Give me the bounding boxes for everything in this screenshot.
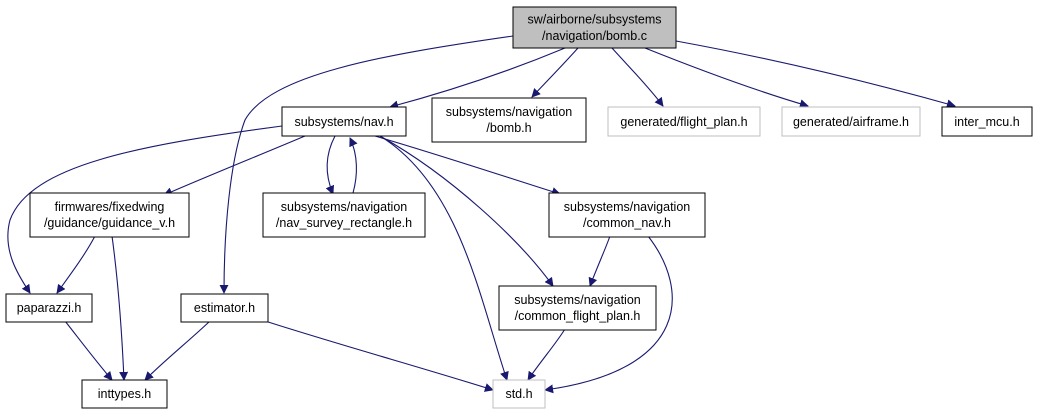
node-root-bomb-c[interactable]: sw/airborne/subsystems /navigation/bomb.… (512, 6, 677, 49)
node-airframe-h-label: generated/airframe.h (793, 115, 909, 129)
node-guidance-v-h-box (29, 192, 190, 238)
node-nav-survey-rectangle-h-line-1: subsystems/navigation (281, 200, 408, 214)
edge-guidance-v-h-paparazzi-h (56, 235, 96, 294)
dependency-edges (7, 35, 956, 394)
node-nav-h-box (281, 106, 407, 137)
node-bomb-h[interactable]: subsystems/navigation /bomb.h (431, 97, 587, 143)
node-common-nav-h-line-1: subsystems/navigation (564, 200, 691, 214)
edge-nav-h-nav-survey-h (325, 135, 336, 195)
node-guidance-v-h-line-2: /guidance/guidance_v.h (44, 216, 175, 230)
edge-root-inter-mcu-h (675, 40, 956, 109)
edge-nav-h-paparazzi-h (7, 125, 283, 294)
node-common-nav-h-line-2: /common_nav.h (583, 216, 671, 230)
node-common-nav-h[interactable]: subsystems/navigation /common_nav.h (548, 192, 706, 238)
node-nav-survey-rectangle-h-box (262, 192, 426, 238)
node-estimator-h[interactable]: estimator.h (180, 293, 269, 323)
node-flight-plan-h-label: generated/flight_plan.h (620, 115, 747, 129)
node-guidance-v-h[interactable]: firmwares/fixedwing /guidance/guidance_v… (29, 192, 190, 238)
edge-common-nav-h-std-h (544, 235, 673, 394)
edge-nav-survey-h-nav-h (349, 137, 358, 194)
edge-root-estimator-h (219, 35, 514, 294)
node-std-h[interactable]: std.h (492, 379, 546, 409)
node-common-flight-plan-h-line-1: subsystems/navigation (514, 293, 641, 307)
node-std-h-box (492, 379, 546, 409)
node-common-flight-plan-h[interactable]: subsystems/navigation /common_flight_pla… (498, 285, 657, 331)
edge-root-nav-h (389, 47, 566, 110)
edge-nav-h-common-flight-plan-h (379, 135, 554, 287)
node-inttypes-h-box (81, 379, 168, 409)
node-inter-mcu-h[interactable]: inter_mcu.h (941, 106, 1033, 137)
node-inter-mcu-h-label: inter_mcu.h (954, 115, 1019, 129)
node-nav-survey-rectangle-h-line-2: /nav_survey_rectangle.h (276, 216, 412, 230)
node-paparazzi-h-box (5, 293, 93, 323)
edge-nav-h-common-nav-h (374, 135, 561, 196)
node-nav-h[interactable]: subsystems/nav.h (281, 106, 407, 137)
file-nodes: sw/airborne/subsystems /navigation/bomb.… (5, 6, 1033, 409)
node-guidance-v-h-line-1: firmwares/fixedwing (55, 200, 165, 214)
node-estimator-h-box (180, 293, 269, 323)
edge-root-bomb-h (531, 47, 579, 98)
edge-common-nav-h-common-flight-plan-h (588, 235, 611, 287)
node-bomb-h-line-1: subsystems/navigation (446, 105, 573, 119)
node-flight-plan-h[interactable]: generated/flight_plan.h (607, 106, 761, 137)
node-root-box (512, 6, 677, 49)
node-nav-survey-rectangle-h[interactable]: subsystems/navigation /nav_survey_rectan… (262, 192, 426, 238)
node-root-line-2: /navigation/bomb.c (542, 29, 647, 43)
edge-common-flight-plan-h-std-h (527, 328, 566, 381)
node-inttypes-h[interactable]: inttypes.h (81, 379, 168, 409)
node-nav-h-label: subsystems/nav.h (294, 115, 393, 129)
edge-estimator-h-std-h (264, 320, 494, 392)
node-inttypes-h-label: inttypes.h (98, 387, 152, 401)
node-airframe-h[interactable]: generated/airframe.h (781, 106, 921, 137)
node-bomb-h-box (431, 97, 587, 143)
node-root-line-1: sw/airborne/subsystems (527, 13, 661, 27)
edge-root-airframe-h (644, 47, 809, 109)
node-inter-mcu-h-box (941, 106, 1033, 137)
node-paparazzi-h-label: paparazzi.h (17, 301, 82, 315)
edge-nav-h-guidance-v-h (163, 135, 306, 196)
node-common-flight-plan-h-line-2: /common_flight_plan.h (515, 309, 641, 323)
node-paparazzi-h[interactable]: paparazzi.h (5, 293, 93, 323)
node-common-nav-h-box (548, 192, 706, 238)
node-flight-plan-h-box (607, 106, 761, 137)
node-airframe-h-box (781, 106, 921, 137)
edge-root-flight-plan-h (611, 47, 664, 107)
node-estimator-h-label: estimator.h (194, 301, 255, 315)
edge-nav-h-std-h (379, 135, 509, 381)
edge-paparazzi-h-inttypes-h (64, 320, 113, 381)
edge-guidance-v-h-inttypes-h (111, 235, 129, 381)
edge-estimator-h-inttypes-h (144, 320, 211, 381)
node-common-flight-plan-h-box (498, 285, 657, 331)
node-bomb-h-line-2: /bomb.h (486, 121, 531, 135)
node-std-h-label: std.h (505, 387, 532, 401)
